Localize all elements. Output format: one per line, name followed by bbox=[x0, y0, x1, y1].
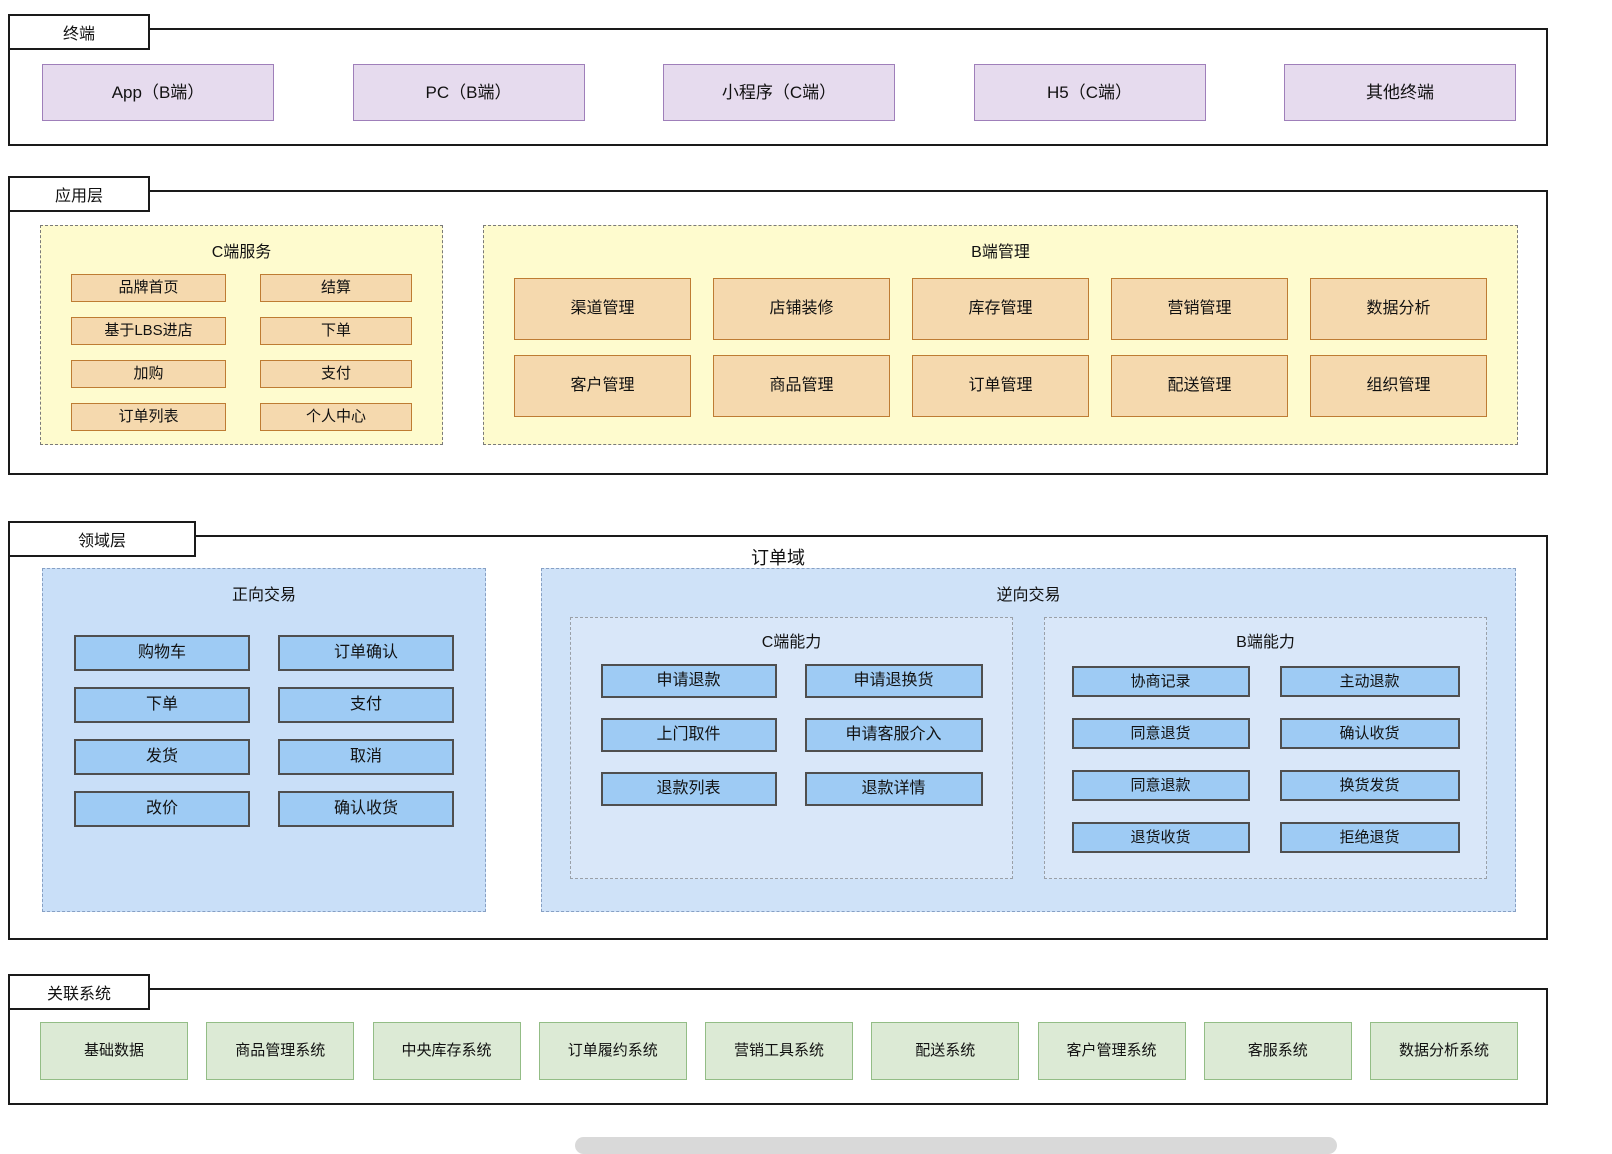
c-service-box: 品牌首页 bbox=[71, 274, 226, 302]
section-label-terminal: 终端 bbox=[8, 14, 150, 50]
panel-title: C端能力 bbox=[761, 634, 822, 651]
b-management-grid: 渠道管理 店铺装修 库存管理 营销管理 数据分析 客户管理 商品管理 订单管理 … bbox=[484, 278, 1517, 417]
panel-title: B端管理 bbox=[971, 244, 1030, 261]
section-label-text: 应用层 bbox=[54, 188, 103, 205]
b-capability-grid: 协商记录 主动退款 同意退货 确认收货 同意退款 换货发货 退货收货 拒绝退货 bbox=[1045, 666, 1486, 853]
b-management-box: 客户管理 bbox=[514, 355, 691, 417]
section-label-text: 关联系统 bbox=[46, 986, 111, 1003]
horizontal-scrollbar-thumb[interactable] bbox=[575, 1137, 1337, 1154]
c-service-box: 结算 bbox=[260, 274, 412, 302]
forward-trade-box: 发货 bbox=[74, 739, 250, 775]
b-capability-box: 换货发货 bbox=[1279, 770, 1460, 801]
c-capability-grid: 申请退款 申请退换货 上门取件 申请客服介入 退款列表 退款详情 bbox=[571, 664, 1012, 806]
panel-title: 正向交易 bbox=[231, 587, 296, 604]
forward-trade-box: 改价 bbox=[74, 791, 250, 827]
forward-trade-box: 订单确认 bbox=[278, 635, 454, 671]
c-capability-box: 退款详情 bbox=[804, 772, 983, 806]
c-capability-box: 申请退换货 bbox=[804, 664, 983, 698]
related-system-box: 订单履约系统 bbox=[538, 1022, 687, 1080]
terminal-box-row: App（B端） PC（B端） 小程序（C端） H5（C端） 其他终端 bbox=[42, 64, 1516, 121]
panel-c-services: C端服务 品牌首页 结算 基于LBS进店 下单 加购 支付 订单列表 个人中心 bbox=[40, 225, 443, 445]
domain-title: 订单域 bbox=[751, 548, 805, 568]
panel-c-capability: C端能力 申请退款 申请退换货 上门取件 申请客服介入 退款列表 退款详情 bbox=[570, 617, 1013, 879]
related-systems-row: 基础数据 商品管理系统 中央库存系统 订单履约系统 营销工具系统 配送系统 客户… bbox=[40, 1022, 1518, 1080]
b-capability-box: 主动退款 bbox=[1279, 666, 1460, 697]
section-application: 应用层 C端服务 品牌首页 结算 基于LBS进店 下单 加购 支付 订单列表 个… bbox=[8, 176, 1548, 475]
b-capability-box: 退货收货 bbox=[1071, 822, 1250, 853]
panel-title: B端能力 bbox=[1236, 634, 1295, 651]
section-label-text: 终端 bbox=[62, 26, 95, 43]
c-services-grid: 品牌首页 结算 基于LBS进店 下单 加购 支付 订单列表 个人中心 bbox=[41, 274, 442, 431]
section-label-text: 领域层 bbox=[77, 533, 126, 550]
c-capability-box: 上门取件 bbox=[600, 718, 777, 752]
panel-title: C端服务 bbox=[211, 244, 272, 261]
related-system-box: 营销工具系统 bbox=[705, 1022, 853, 1080]
terminal-box: H5（C端） bbox=[973, 64, 1206, 121]
section-label-related-systems: 关联系统 bbox=[8, 974, 150, 1010]
panel-b-management: B端管理 渠道管理 店铺装修 库存管理 营销管理 数据分析 客户管理 商品管理 … bbox=[483, 225, 1518, 445]
c-capability-box: 申请客服介入 bbox=[804, 718, 983, 752]
section-domain: 领域层 订单域 正向交易 购物车 订单确认 下单 支付 发货 取消 改价 确认收… bbox=[8, 521, 1548, 940]
section-terminal: 终端 App（B端） PC（B端） 小程序（C端） H5（C端） 其他终端 bbox=[8, 14, 1548, 146]
terminal-box: App（B端） bbox=[42, 64, 274, 121]
b-management-box: 店铺装修 bbox=[713, 278, 890, 340]
b-management-box: 渠道管理 bbox=[514, 278, 691, 340]
b-management-box: 数据分析 bbox=[1310, 278, 1487, 340]
b-management-box: 商品管理 bbox=[713, 355, 890, 417]
related-system-box: 配送系统 bbox=[871, 1022, 1020, 1080]
forward-trade-box: 下单 bbox=[74, 687, 250, 723]
forward-trade-box: 确认收货 bbox=[278, 791, 454, 827]
b-capability-box: 协商记录 bbox=[1071, 666, 1250, 697]
b-capability-box: 确认收货 bbox=[1279, 718, 1460, 749]
related-system-box: 商品管理系统 bbox=[206, 1022, 355, 1080]
related-system-box: 数据分析系统 bbox=[1370, 1022, 1518, 1080]
section-related-systems: 关联系统 基础数据 商品管理系统 中央库存系统 订单履约系统 营销工具系统 配送… bbox=[8, 974, 1548, 1105]
forward-trade-box: 取消 bbox=[278, 739, 454, 775]
panel-forward-trade: 正向交易 购物车 订单确认 下单 支付 发货 取消 改价 确认收货 bbox=[42, 568, 486, 912]
b-management-box: 订单管理 bbox=[912, 355, 1089, 417]
b-management-box: 配送管理 bbox=[1111, 355, 1288, 417]
b-capability-box: 同意退款 bbox=[1071, 770, 1250, 801]
b-capability-box: 拒绝退货 bbox=[1279, 822, 1460, 853]
forward-trade-grid: 购物车 订单确认 下单 支付 发货 取消 改价 确认收货 bbox=[43, 635, 485, 827]
terminal-box: PC（B端） bbox=[352, 64, 585, 121]
terminal-box: 小程序（C端） bbox=[663, 64, 895, 121]
panel-b-capability: B端能力 协商记录 主动退款 同意退货 确认收货 同意退款 换货发货 退货收货 … bbox=[1044, 617, 1487, 879]
section-label-domain: 领域层 bbox=[8, 521, 196, 557]
related-system-box: 中央库存系统 bbox=[372, 1022, 521, 1080]
b-management-box: 库存管理 bbox=[912, 278, 1089, 340]
c-service-box: 订单列表 bbox=[71, 403, 226, 431]
c-capability-box: 退款列表 bbox=[600, 772, 777, 806]
panel-title: 逆向交易 bbox=[996, 587, 1061, 604]
b-management-box: 营销管理 bbox=[1111, 278, 1288, 340]
b-capability-box: 同意退货 bbox=[1071, 718, 1250, 749]
related-system-box: 客服系统 bbox=[1203, 1022, 1352, 1080]
related-system-box: 基础数据 bbox=[40, 1022, 188, 1080]
c-service-box: 加购 bbox=[71, 360, 226, 388]
related-system-box: 客户管理系统 bbox=[1037, 1022, 1186, 1080]
terminal-box: 其他终端 bbox=[1284, 64, 1516, 121]
forward-trade-box: 购物车 bbox=[74, 635, 250, 671]
section-label-application: 应用层 bbox=[8, 176, 150, 212]
reverse-trade-capabilities: C端能力 申请退款 申请退换货 上门取件 申请客服介入 退款列表 退款详情 B端… bbox=[542, 617, 1515, 879]
c-service-box: 基于LBS进店 bbox=[71, 317, 226, 345]
c-service-box: 下单 bbox=[260, 317, 412, 345]
c-service-box: 支付 bbox=[260, 360, 412, 388]
forward-trade-box: 支付 bbox=[278, 687, 454, 723]
c-service-box: 个人中心 bbox=[260, 403, 412, 431]
panel-reverse-trade: 逆向交易 C端能力 申请退款 申请退换货 上门取件 申请客服介入 退款列表 退款… bbox=[541, 568, 1516, 912]
b-management-box: 组织管理 bbox=[1310, 355, 1487, 417]
c-capability-box: 申请退款 bbox=[600, 664, 777, 698]
